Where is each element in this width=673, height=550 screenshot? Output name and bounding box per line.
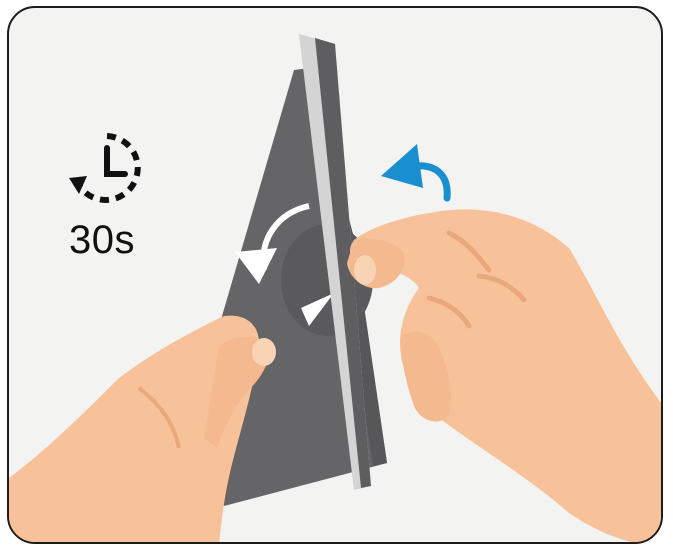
blue-arrow-head [381,144,423,188]
timer-duration-label: 30s [69,216,135,264]
clock-rotate-icon [67,130,147,210]
left-thumb-nail [252,338,276,366]
peel-film-illustration [9,8,663,544]
right-finger-nail [354,255,376,285]
instruction-card: 30s [7,6,663,544]
